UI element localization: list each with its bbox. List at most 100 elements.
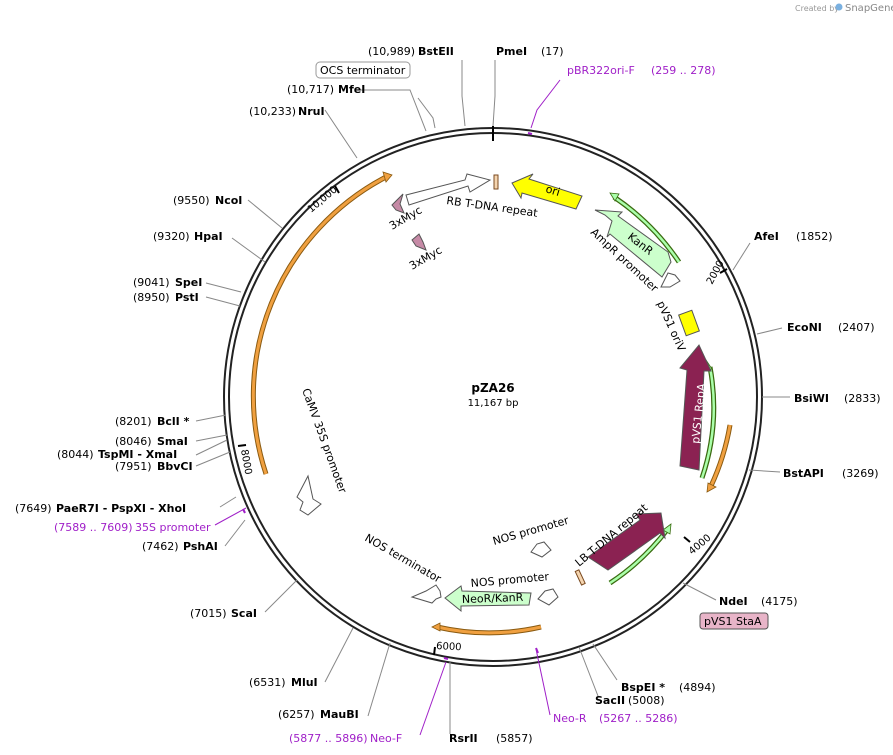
snapgene-brand: SnapGene bbox=[845, 3, 893, 14]
enzyme-name-nrui: NruI bbox=[298, 105, 325, 118]
tick-label-6000: 6000 bbox=[436, 641, 462, 653]
enzyme-pos-scai: (7015) bbox=[190, 607, 227, 620]
enzyme-pos-paer7i: (7649) bbox=[15, 502, 52, 515]
enzyme-name-rsrii: RsrII bbox=[449, 732, 478, 745]
tick-label-2000: 2000 bbox=[705, 259, 727, 287]
primer-name-35s: 35S promoter bbox=[135, 521, 211, 534]
enzyme-name-mfei: MfeI bbox=[338, 83, 365, 96]
enzyme-name-econi: EcoNI bbox=[787, 321, 822, 334]
enzyme-pos-bstapi: (3269) bbox=[842, 467, 879, 480]
tick-label-4000: 4000 bbox=[687, 533, 714, 558]
neor-arrow bbox=[444, 585, 532, 613]
primer-range-neor: (5267 .. 5286) bbox=[599, 712, 678, 725]
pvs1-staa-label: pVS1 StaA bbox=[704, 615, 762, 628]
nos-terminator-arrow bbox=[410, 584, 442, 604]
enzyme-pos-hpai: (9320) bbox=[153, 230, 190, 243]
green-arc-top bbox=[609, 192, 682, 264]
enzyme-pos-psti: (8950) bbox=[133, 291, 170, 304]
primer-name-pbr322: pBR322ori-F bbox=[567, 64, 635, 77]
pvs1-repa-arrow bbox=[679, 344, 712, 471]
enzyme-name-bbvci: BbvCI bbox=[157, 460, 193, 473]
enzyme-name-afei: AfeI bbox=[754, 230, 779, 243]
orange-arc-right bbox=[706, 424, 733, 493]
scale-ticks bbox=[237, 185, 728, 656]
enzyme-pos-tspmi: (8044) bbox=[57, 448, 94, 461]
label-nos-promoter-2: NOS promoter bbox=[470, 570, 550, 590]
enzyme-pos-bsiwi: (2833) bbox=[844, 392, 881, 405]
kanr-arrow bbox=[594, 209, 672, 278]
enzyme-pos-rsrii: (5857) bbox=[496, 732, 533, 745]
label-3xmyc-1: 3xMyc bbox=[387, 204, 424, 233]
primer-range-35s: (7589 .. 7609) bbox=[54, 521, 133, 534]
tick-label-8000: 8000 bbox=[238, 449, 253, 476]
enzyme-pos-pshai: (7462) bbox=[142, 540, 179, 553]
enzyme-name-pmei: PmeI bbox=[496, 45, 527, 58]
enzyme-name-bcli: BclI * bbox=[157, 415, 190, 428]
lb-marker bbox=[574, 569, 586, 586]
enzyme-leaders bbox=[195, 60, 790, 734]
ori-arrow bbox=[511, 173, 583, 210]
enzyme-pos-bsteii: (10,989) bbox=[368, 45, 415, 58]
pvs1-staa-box bbox=[699, 612, 769, 630]
enzyme-pos-mlui: (6531) bbox=[249, 676, 286, 689]
enzyme-name-scai: ScaI bbox=[231, 607, 257, 620]
rb-marker bbox=[493, 174, 499, 190]
camv-35s-arrow bbox=[296, 474, 322, 516]
enzyme-pos-bbvci: (7951) bbox=[115, 460, 152, 473]
enzyme-pos-bspei: (4894) bbox=[679, 681, 716, 694]
enzyme-name-maubi: MauBI bbox=[320, 708, 359, 721]
primer-name-neof: Neo-F bbox=[370, 732, 402, 745]
enzyme-name-smai: SmaI bbox=[157, 435, 188, 448]
nos-promoter-arrow-2 bbox=[537, 588, 559, 606]
rb-tdna-repeat-arrow bbox=[405, 173, 492, 206]
orange-arc-bottom bbox=[431, 622, 542, 636]
enzyme-pos-econi: (2407) bbox=[838, 321, 875, 334]
enzyme-name-mlui: MluI bbox=[291, 676, 318, 689]
orange-arc-left bbox=[250, 171, 393, 475]
enzyme-name-paer7i: PaeR7I - PspXI - XhoI bbox=[56, 502, 186, 515]
label-rb-tdna: RB T-DNA repeat bbox=[446, 194, 540, 220]
label-pvs1-repa: pVS1 RepA bbox=[689, 382, 708, 444]
lb-tdna-repeat-arrow bbox=[587, 512, 666, 571]
enzyme-name-bsteii: BstEII bbox=[418, 45, 454, 58]
enzyme-pos-ncoi: (9550) bbox=[173, 194, 210, 207]
myc-tag-2 bbox=[411, 233, 427, 251]
label-neor: NeoR/KanR bbox=[462, 591, 524, 606]
snapgene-logo-icon bbox=[835, 3, 843, 11]
enzyme-name-psti: PstI bbox=[175, 291, 199, 304]
enzyme-pos-sacii: (5008) bbox=[628, 694, 665, 707]
enzyme-pos-pmei: (17) bbox=[541, 45, 564, 58]
enzyme-pos-afei: (1852) bbox=[796, 230, 833, 243]
primer-labels: pBR322ori-F (259 .. 278) (7589 .. 7609) … bbox=[54, 64, 716, 745]
enzyme-name-bspei: BspEI * bbox=[621, 681, 665, 694]
label-nos-terminator: NOS terminator bbox=[363, 531, 444, 585]
enzyme-pos-maubi: (6257) bbox=[278, 708, 315, 721]
enzyme-name-bsiwi: BsiWI bbox=[794, 392, 829, 405]
label-ori: ori bbox=[544, 182, 561, 199]
plasmid-size: 11,167 bp bbox=[468, 398, 519, 409]
enzyme-name-hpai: HpaI bbox=[194, 230, 223, 243]
pvs1-oriv-box bbox=[678, 309, 700, 337]
enzyme-pos-ndei: (4175) bbox=[761, 595, 798, 608]
enzyme-name-spei: SpeI bbox=[175, 276, 202, 289]
ocs-terminator-label: OCS terminator bbox=[320, 64, 406, 77]
label-nos-promoter-1: NOS promoter bbox=[491, 514, 570, 548]
created-by-text: Created by bbox=[795, 4, 839, 13]
enzyme-name-tspmi: TspMI - XmaI bbox=[98, 448, 177, 461]
enzyme-pos-bcli: (8201) bbox=[115, 415, 152, 428]
enzyme-pos-mfei: (10,717) bbox=[287, 83, 334, 96]
primer-range-neof: (5877 .. 5896) bbox=[289, 732, 368, 745]
nos-promoter-arrow-1 bbox=[530, 541, 552, 558]
enzyme-name-sacii: SacII bbox=[595, 694, 625, 707]
enzyme-pos-nrui: (10,233) bbox=[249, 105, 296, 118]
enzyme-pos-smai: (8046) bbox=[115, 435, 152, 448]
primer-leaders bbox=[214, 79, 561, 736]
enzyme-name-ndei: NdeI bbox=[719, 595, 748, 608]
ocs-terminator-box bbox=[315, 61, 411, 79]
primer-markers bbox=[242, 132, 539, 660]
primer-range-pbr322: (259 .. 278) bbox=[651, 64, 716, 77]
primer-name-neor: Neo-R bbox=[553, 712, 587, 725]
ampr-promoter-arrow bbox=[660, 272, 681, 288]
enzyme-pos-spei: (9041) bbox=[133, 276, 170, 289]
